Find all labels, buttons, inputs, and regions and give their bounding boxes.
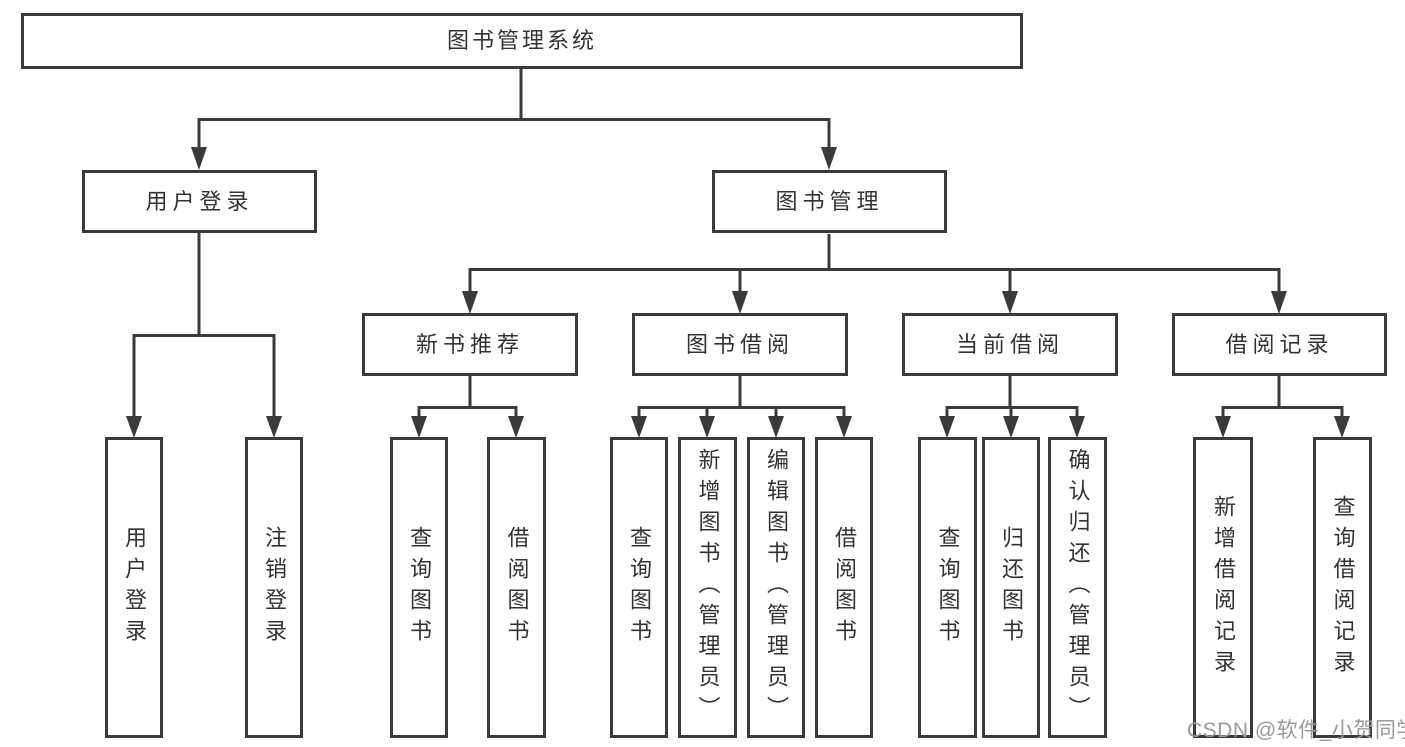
connector-new-books-subtree: [411, 376, 524, 438]
node-root: 图书管理系统: [21, 13, 1023, 69]
node-book-mgmt: 图书管理: [712, 170, 947, 233]
leaf-nb-borrow-books: 借阅图书: [487, 437, 546, 738]
leaf-logout: 注销登录: [245, 437, 303, 738]
node-borrow-record: 借阅记录: [1172, 313, 1387, 376]
leaf-bb-query-books: 查询图书: [610, 437, 668, 738]
node-user-login: 用户登录: [82, 170, 317, 233]
node-book-borrow: 图书借阅: [632, 313, 848, 376]
watermark-text: CSDN @软件_小贺同学: [1187, 719, 1405, 742]
leaf-bb-add-books-admin: 新增图书（管理员）: [678, 437, 737, 738]
connector-book-borrow-subtree: [631, 376, 852, 438]
leaf-bb-borrow-books: 借阅图书: [815, 437, 873, 738]
connector-current-borrow-subtree: [939, 376, 1085, 438]
node-current-borrow: 当前借阅: [902, 313, 1118, 376]
node-new-books: 新书推荐: [362, 313, 578, 376]
leaf-nb-query-books: 查询图书: [390, 437, 448, 738]
leaf-br-add-record: 新增借阅记录: [1193, 437, 1253, 738]
connector-user-login-subtree: [126, 233, 282, 438]
connector-root-to-level2: [191, 68, 837, 170]
leaf-cb-query-books: 查询图书: [918, 437, 977, 738]
leaf-br-query-record: 查询借阅记录: [1313, 437, 1372, 738]
leaf-cb-confirm-return-admin: 确认归还（管理员）: [1048, 437, 1107, 738]
connector-book-mgmt-to-level3: [462, 234, 1287, 314]
leaf-user-login: 用户登录: [105, 437, 163, 738]
leaf-cb-return-books: 归还图书: [982, 437, 1040, 738]
connector-borrow-record-subtree: [1215, 376, 1350, 438]
leaf-bb-edit-books-admin: 编辑图书（管理员）: [747, 437, 805, 738]
